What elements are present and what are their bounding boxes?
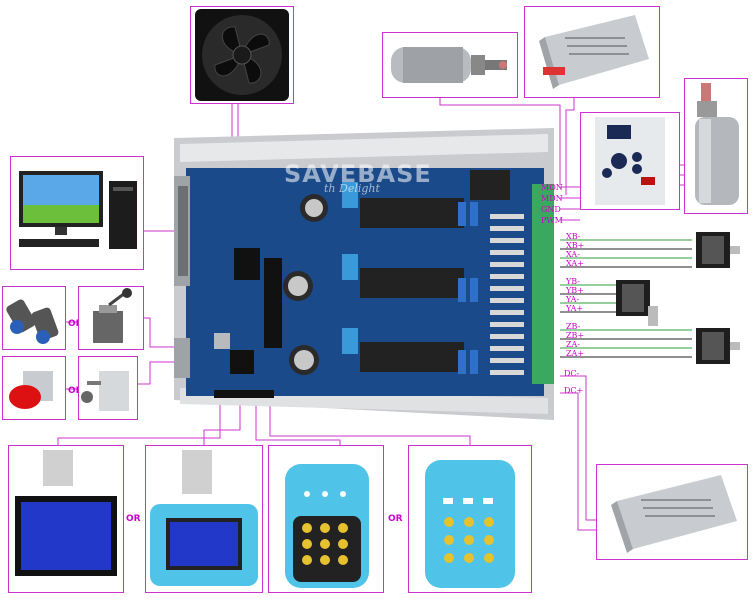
stepper-motor-icon bbox=[696, 328, 740, 364]
terminal-label-yb-plus: YB+ bbox=[566, 286, 584, 295]
lcd-display-icon bbox=[15, 450, 117, 576]
vfd-box bbox=[580, 112, 680, 210]
fan-box bbox=[190, 6, 294, 104]
power-supply-icon bbox=[539, 15, 649, 89]
stepper-motor-icon bbox=[696, 232, 740, 268]
spindle-icon bbox=[391, 47, 507, 83]
terminal-label-zb-plus: ZB+ bbox=[566, 331, 585, 340]
terminal-label-yb-minus: YB- bbox=[566, 277, 581, 286]
lcd-display-icon bbox=[150, 450, 258, 586]
terminal-label-xb-plus: XB+ bbox=[566, 241, 585, 250]
handheld-pendant-icon bbox=[285, 464, 369, 588]
watermark-brand: SAVEBASE bbox=[284, 160, 432, 188]
limit-switch-icon bbox=[93, 288, 132, 343]
stepper-motor-x bbox=[692, 226, 742, 272]
limit-switch-box bbox=[78, 286, 144, 350]
micro-switch-box bbox=[78, 356, 138, 420]
stepper-motor-z bbox=[692, 322, 742, 372]
computer-icon bbox=[19, 171, 137, 249]
or-label-switch: OR bbox=[68, 386, 83, 396]
terminal-label-za-plus: ZA+ bbox=[566, 349, 585, 358]
lcd-display-1-box bbox=[8, 445, 124, 593]
pendant-2-box bbox=[408, 445, 532, 593]
dc-power-supply-box bbox=[596, 464, 748, 560]
terminal-label-gnd: GND bbox=[541, 205, 561, 214]
fan-icon bbox=[195, 9, 289, 101]
watermark-tagline: th Delight bbox=[324, 182, 380, 195]
terminal-label-pwm: PWM bbox=[541, 216, 563, 225]
handheld-pendant-icon bbox=[425, 460, 515, 588]
or-label-pendant: OR bbox=[388, 514, 403, 524]
spindle-box bbox=[382, 32, 518, 98]
controller-board-icon bbox=[174, 128, 556, 420]
vfd-icon bbox=[595, 117, 665, 205]
power-supply-icon bbox=[611, 475, 737, 553]
terminal-label-zb-minus: ZB- bbox=[566, 322, 581, 331]
emergency-stop-box bbox=[2, 356, 66, 420]
spindle-icon bbox=[695, 83, 739, 205]
or-label-lcd: OR bbox=[126, 514, 141, 524]
terminal-label-xa-minus: XA- bbox=[566, 250, 580, 259]
terminal-label-xb-minus: XB- bbox=[566, 232, 581, 241]
micro-switch-icon bbox=[81, 371, 129, 411]
terminal-label-dc-plus: DC+ bbox=[564, 386, 584, 395]
terminal-label-ya-plus: YA+ bbox=[566, 304, 584, 313]
or-label-sensor: OR bbox=[68, 319, 83, 329]
lcd-display-2-box bbox=[145, 445, 263, 593]
terminal-label-mon: MON bbox=[541, 183, 563, 192]
stepper-motor-icon bbox=[616, 280, 658, 326]
controller-board: SAVEBASE th Delight bbox=[174, 128, 556, 420]
stepper-motor-y bbox=[612, 276, 662, 332]
spindle-motor-box bbox=[684, 78, 748, 214]
computer-box bbox=[10, 156, 144, 270]
terminal-label-ya-minus: YA- bbox=[566, 295, 580, 304]
terminal-label-xa-plus: XA+ bbox=[566, 259, 584, 268]
emergency-stop-icon bbox=[9, 371, 53, 409]
pendant-1-box bbox=[268, 445, 384, 593]
proximity-sensor-icon bbox=[6, 299, 59, 344]
terminal-label-dc-minus: DC- bbox=[564, 369, 580, 378]
proximity-sensor-box bbox=[2, 286, 66, 350]
terminal-label-za-minus: ZA- bbox=[566, 340, 581, 349]
terminal-label-mdn: MDN bbox=[541, 194, 563, 203]
spindle-power-supply-box bbox=[524, 6, 660, 98]
